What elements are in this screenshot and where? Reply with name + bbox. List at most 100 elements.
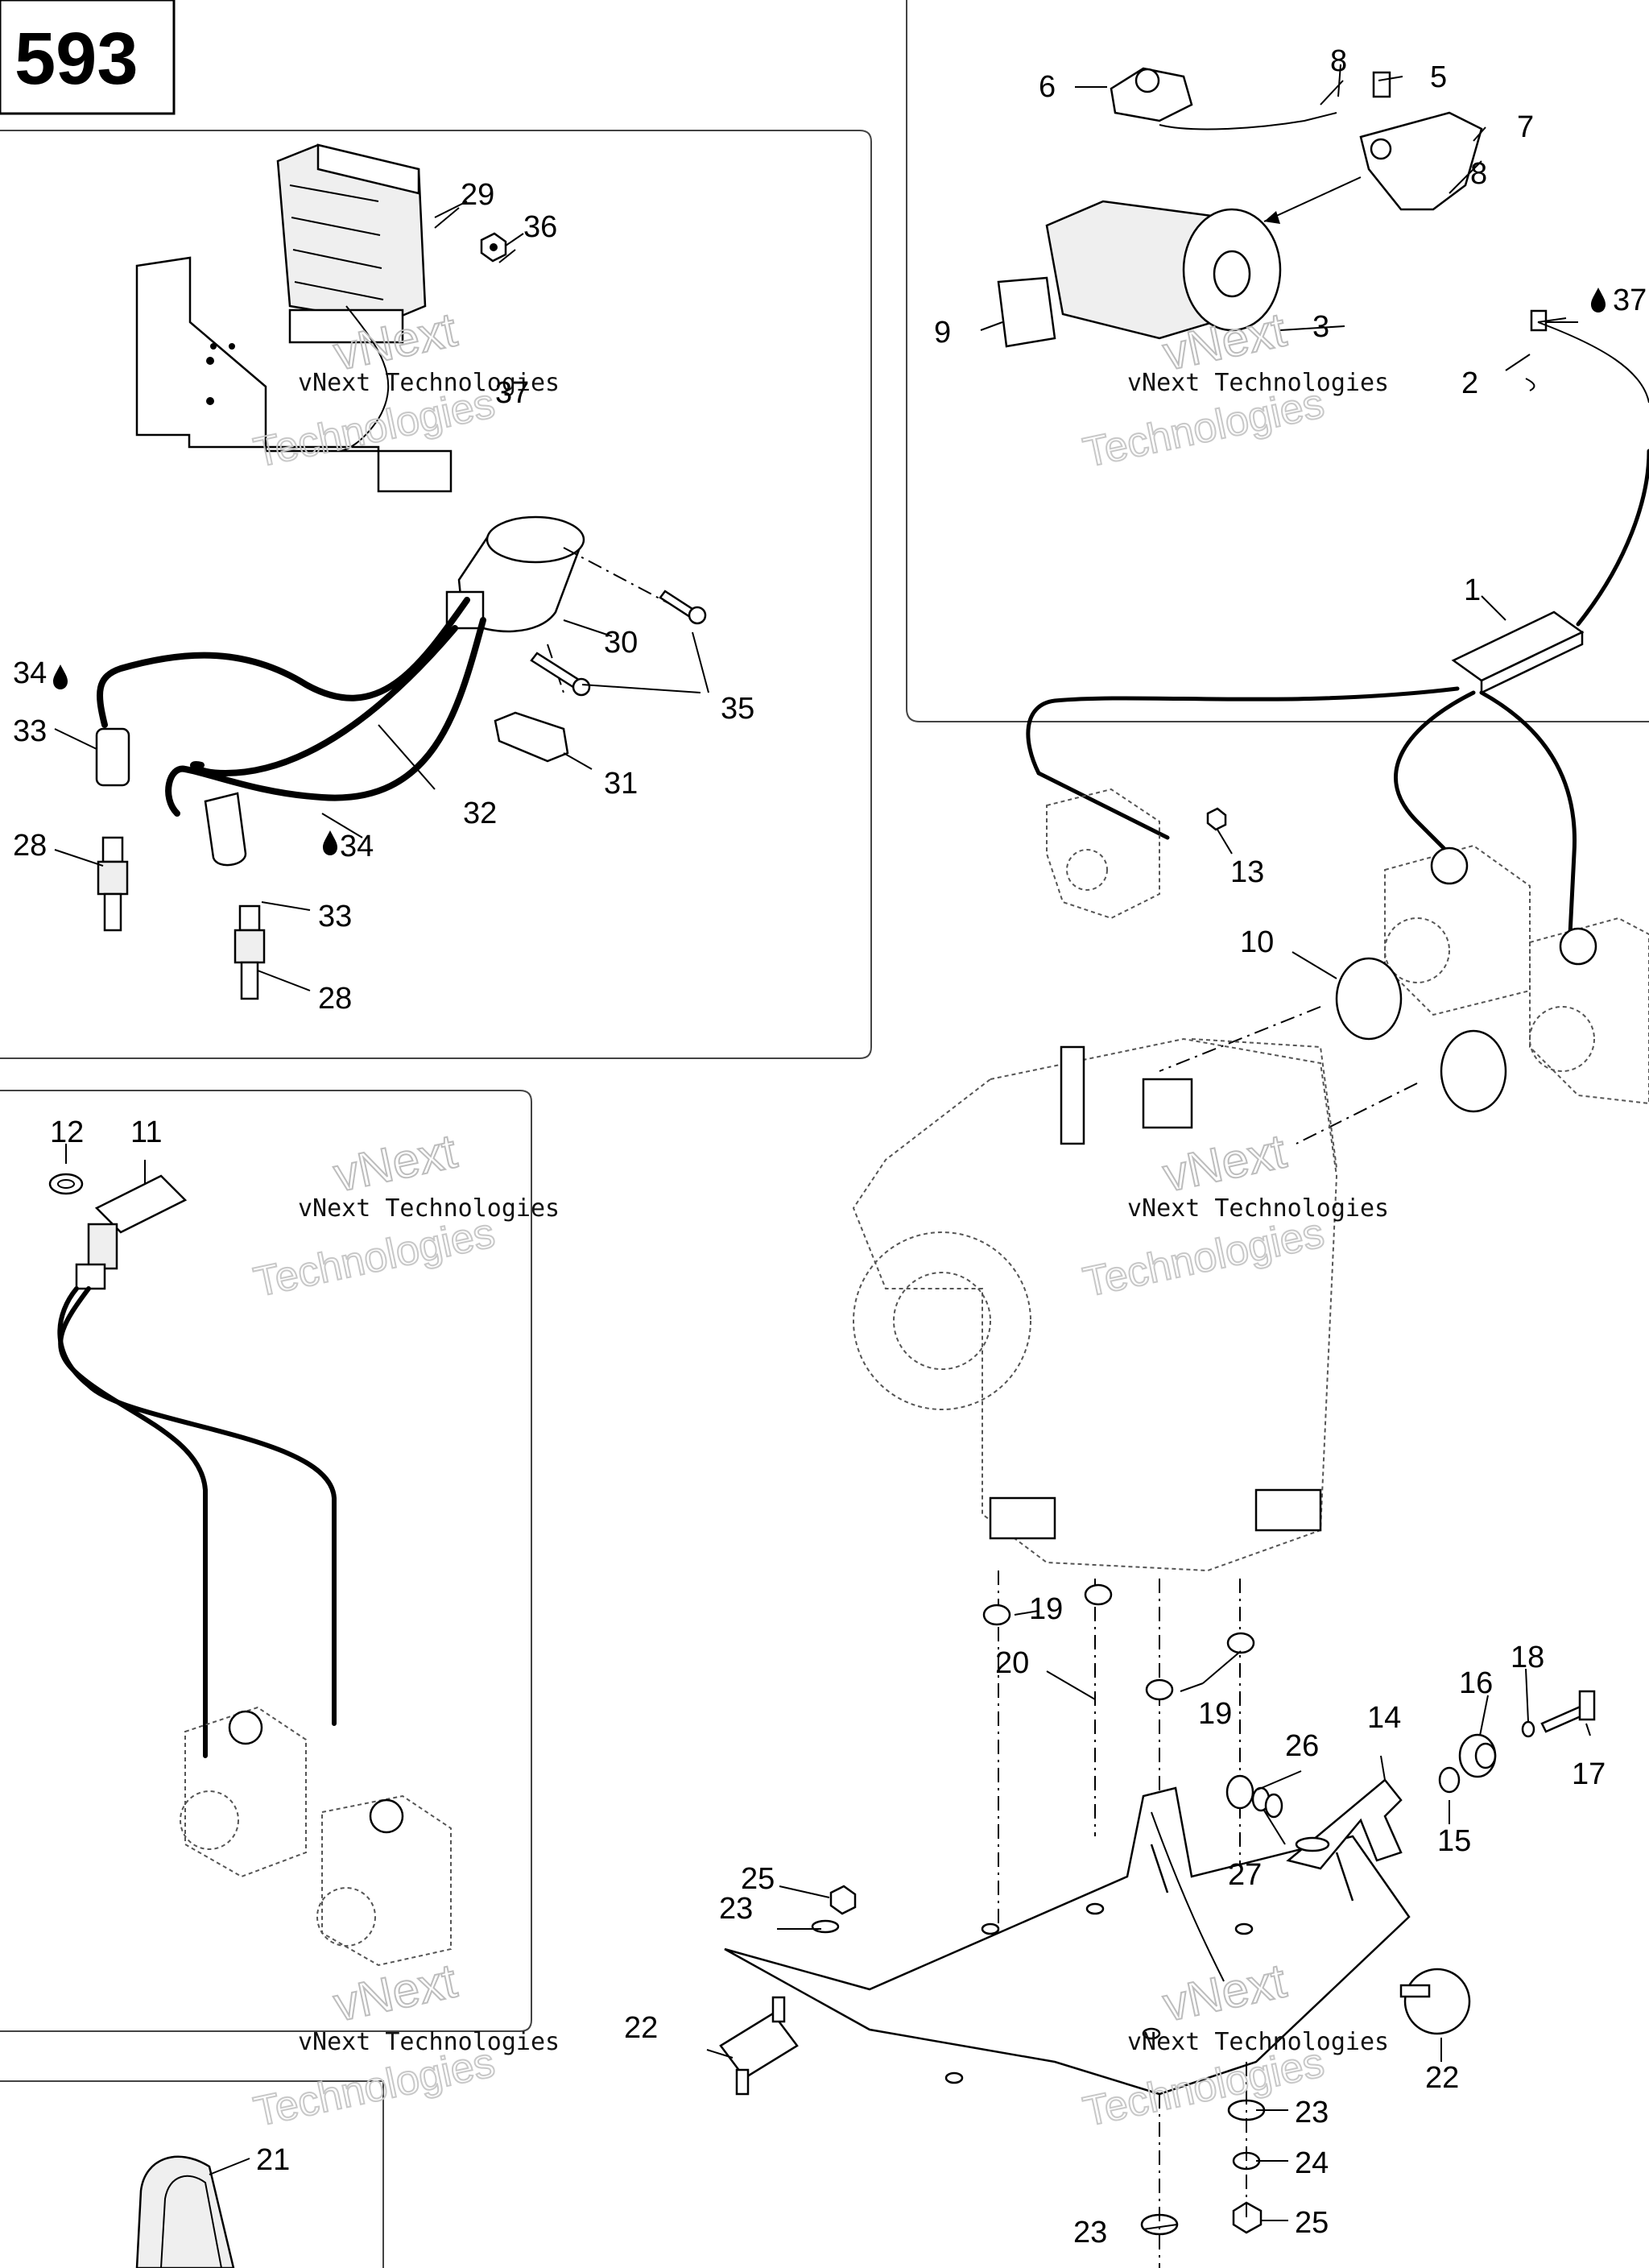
- bolt-17: [1540, 1690, 1596, 1733]
- callout-26: 26: [1285, 1729, 1319, 1763]
- cable-junction-1: [1451, 610, 1585, 694]
- bushing-16: [1458, 1733, 1497, 1778]
- callout-12: 12: [50, 1115, 84, 1149]
- svg-text:vNext: vNext: [1159, 1124, 1291, 1202]
- callout-23: 23: [1073, 2216, 1107, 2249]
- callout-24: 24: [1295, 2146, 1329, 2180]
- fitting-37: [1530, 309, 1578, 332]
- callout-19: 19: [1029, 1592, 1063, 1626]
- callout-3: 3: [1312, 310, 1329, 344]
- throttle-lever-7: [1359, 111, 1483, 211]
- callout-28: 28: [13, 829, 47, 863]
- spacer-26: [1225, 1774, 1254, 1810]
- ignition-module: [135, 143, 453, 493]
- watermark-3: vNext Technologies vNext Technologies: [249, 1123, 560, 1307]
- throttle-cable-panel: [906, 0, 1649, 722]
- oil-drop-icon: [1591, 288, 1606, 312]
- callout-34: 34: [340, 830, 374, 863]
- callout-10: 10: [1240, 925, 1274, 959]
- oil-drop-icon: [53, 664, 68, 689]
- washer-18: [1521, 1720, 1535, 1738]
- ignition-coil: [445, 515, 585, 633]
- callout-11: 11: [130, 1115, 162, 1149]
- handlebar-housing-3: [1045, 200, 1282, 340]
- callout-20: 20: [995, 1646, 1029, 1680]
- callout-35: 35: [721, 692, 754, 726]
- svg-text:vNext: vNext: [329, 1953, 461, 2031]
- callout-34: 34: [13, 656, 47, 690]
- callout-25: 25: [741, 1862, 775, 1896]
- nut-13: [1206, 807, 1227, 831]
- carburetor-upper: [1384, 844, 1531, 1016]
- callout-25: 25: [1295, 2206, 1329, 2240]
- carburetor-panel: [0, 1090, 532, 2032]
- svg-text:vNext Technologies: vNext Technologies: [1127, 2028, 1389, 2056]
- choke-cable: [58, 1286, 208, 1758]
- cover-9: [997, 276, 1056, 348]
- engine-bracket-20: [724, 1786, 1411, 2096]
- callout-5: 5: [1430, 60, 1447, 94]
- svg-text:vNext Technologies: vNext Technologies: [298, 2028, 560, 2056]
- clamp-12: [48, 1173, 84, 1195]
- callout-22: 22: [624, 2011, 658, 2045]
- callout-18: 18: [1511, 1641, 1544, 1674]
- clip-31: [494, 711, 569, 763]
- callout-37: 37: [495, 376, 529, 410]
- callout-21: 21: [256, 2143, 290, 2177]
- callout-19: 19: [1198, 1697, 1232, 1731]
- oil-drop-icon: [323, 830, 337, 855]
- washer-23a: [811, 1919, 840, 1934]
- watermark-5: vNext Technologies vNext Technologies: [249, 1952, 560, 2137]
- callout-14: 14: [1367, 1701, 1401, 1735]
- callout-17: 17: [1572, 1757, 1606, 1791]
- rubber-mount-22b: [1399, 1968, 1471, 2035]
- screw-35b: [530, 652, 591, 697]
- callout-37: 37: [1613, 284, 1647, 317]
- nut-36: [480, 232, 507, 263]
- engine-ghost: [852, 1037, 1338, 1572]
- svg-text:vNext Technologies: vNext Technologies: [298, 369, 560, 397]
- screw-35a: [659, 590, 707, 625]
- spark-plug-28b: [234, 904, 266, 1000]
- callout-16: 16: [1459, 1666, 1493, 1700]
- washers-27: [1251, 1786, 1283, 1819]
- carburetor-lower: [1529, 917, 1649, 1105]
- callout-23: 23: [719, 1892, 753, 1926]
- callout-36: 36: [523, 210, 557, 244]
- callout-9: 9: [934, 316, 951, 350]
- callout-33: 33: [13, 714, 47, 748]
- arm-14: [1286, 1778, 1403, 1870]
- rubber-mount-22a: [719, 1996, 799, 2096]
- svg-text:Technologies: Technologies: [1079, 1210, 1328, 1306]
- callout-7: 7: [1517, 110, 1534, 144]
- callout-23: 23: [1295, 2096, 1329, 2129]
- carburetor-left-b: [316, 1794, 452, 1967]
- callout-1: 1: [1464, 573, 1481, 607]
- callout-28: 28: [318, 982, 352, 1016]
- callout-13: 13: [1230, 855, 1264, 889]
- ignition-coil-panel: [0, 130, 872, 1059]
- spark-plug-cap-33a: [95, 727, 130, 787]
- throttle-block-6: [1110, 67, 1337, 130]
- callout-30: 30: [604, 626, 638, 660]
- cable-fitting-11: [75, 1174, 188, 1290]
- watermark-4: vNext Technologies vNext Technologies: [1078, 1123, 1389, 1307]
- adjuster-5: [1372, 71, 1391, 98]
- svg-text:Technologies: Technologies: [250, 1210, 498, 1306]
- callout-8: 8: [1470, 157, 1487, 191]
- nut-25a: [829, 1885, 857, 1915]
- callout-31: 31: [604, 767, 638, 801]
- callout-33: 33: [318, 900, 352, 933]
- callout-6: 6: [1039, 70, 1056, 104]
- callout-27: 27: [1228, 1858, 1262, 1892]
- callout-32: 32: [463, 797, 497, 830]
- svg-text:vNext: vNext: [329, 1124, 461, 1202]
- callout-22: 22: [1425, 2061, 1459, 2095]
- washers-19: [982, 1583, 1255, 1701]
- callout-29: 29: [461, 178, 494, 212]
- throttle-cable: [1576, 449, 1649, 627]
- page-number-box: 593: [0, 0, 176, 115]
- washer-15: [1438, 1766, 1461, 1794]
- carburetor-left-a: [180, 1706, 307, 1878]
